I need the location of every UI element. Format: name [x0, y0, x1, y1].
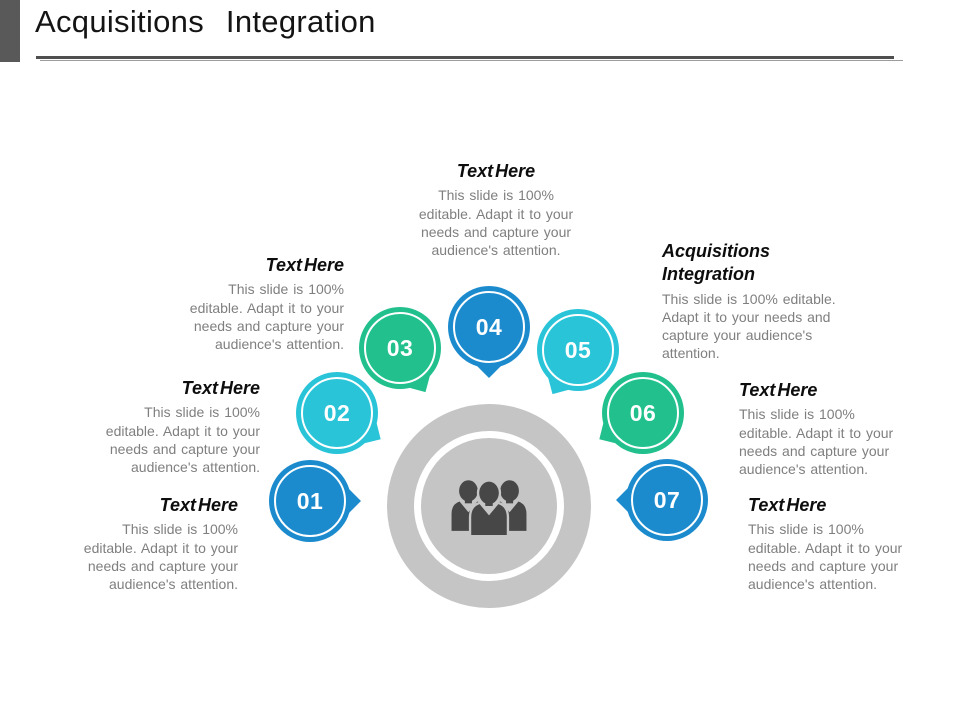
step-badge-06: 06: [599, 372, 684, 454]
step-number: 02: [323, 399, 351, 426]
title-accent-bar: [0, 0, 20, 62]
step-body: This slide is 100% editable. Adapt it to…: [739, 406, 894, 477]
title-underline: [36, 56, 894, 59]
team-people-icon: [451, 479, 527, 535]
step-body: This slide is 100% editable. Adapt it to…: [189, 281, 344, 352]
step-badge-04: 04: [448, 286, 530, 378]
step-number: 03: [386, 334, 414, 361]
step-badge-02: 02: [296, 372, 381, 454]
center-circle: [421, 438, 557, 574]
step-text-block-07: Text Here This slide is 100% editable. A…: [748, 494, 918, 593]
badge-ring: [631, 464, 703, 536]
step-title: Text Here: [456, 161, 536, 181]
badge-ring: [607, 377, 679, 449]
step-title: Text Here: [159, 495, 238, 515]
step-number: 04: [475, 313, 503, 340]
step-body: This slide is 100% editable. Adapt it to…: [418, 187, 574, 258]
step-title: Acquisitions Integration: [662, 241, 771, 285]
badge-ring: [274, 465, 346, 537]
slide-title: Acquisitions Integration: [35, 4, 376, 39]
step-text-block-05: Acquisitions Integration This slide is 1…: [662, 240, 852, 363]
step-title: Text Here: [748, 495, 827, 515]
badge-ring: [364, 312, 436, 384]
badge-ring: [301, 377, 373, 449]
step-body: This slide is 100% editable. Adapt it to…: [748, 521, 903, 592]
step-number: 07: [653, 486, 681, 513]
step-text-block-01: Text Here This slide is 100% editable. A…: [68, 494, 238, 593]
step-text-block-03: Text Here This slide is 100% editable. A…: [174, 254, 344, 353]
step-body: This slide is 100% editable. Adapt it to…: [662, 290, 836, 362]
step-number: 05: [564, 336, 592, 363]
step-title: Text Here: [265, 255, 344, 275]
step-text-block-04: Text Here This slide is 100% editable. A…: [411, 160, 581, 259]
step-badge-05: 05: [537, 309, 619, 395]
step-body: This slide is 100% editable. Adapt it to…: [83, 521, 238, 592]
step-title: Text Here: [181, 378, 260, 398]
step-number: 01: [296, 487, 324, 514]
step-text-block-02: Text Here This slide is 100% editable. A…: [90, 377, 260, 476]
badge-ring: [453, 291, 525, 363]
badge-ring: [542, 314, 614, 386]
step-badge-03: 03: [359, 307, 441, 393]
step-body: This slide is 100% editable. Adapt it to…: [105, 404, 260, 475]
step-badge-01: 01: [269, 460, 361, 542]
title-underline-shadow: [40, 60, 903, 61]
step-text-block-06: Text Here This slide is 100% editable. A…: [739, 379, 909, 478]
step-number: 06: [629, 399, 657, 426]
step-badge-07: 07: [616, 459, 708, 541]
step-title: Text Here: [739, 380, 818, 400]
